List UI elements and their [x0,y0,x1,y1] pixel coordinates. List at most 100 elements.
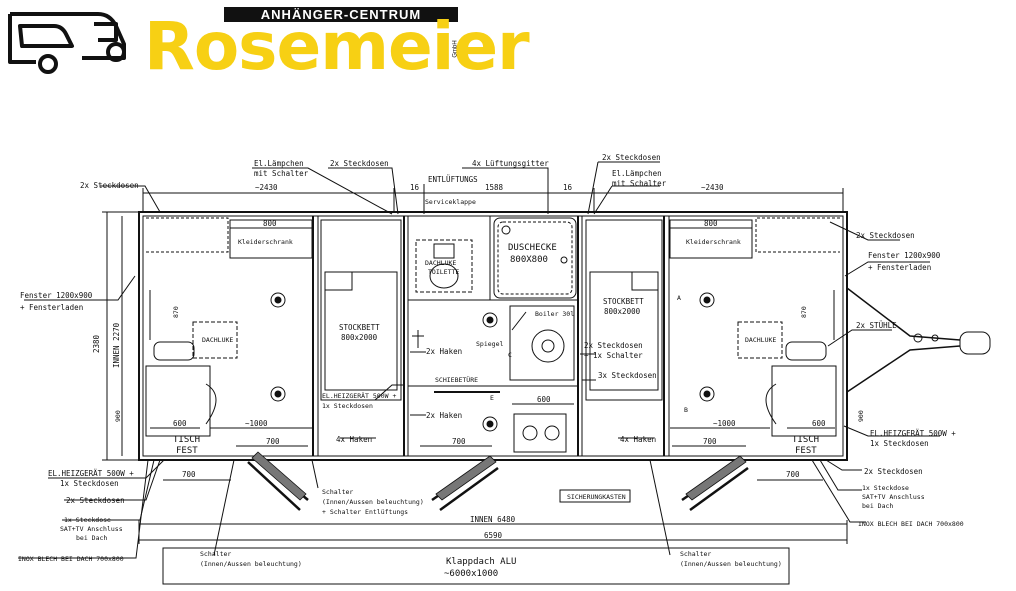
bunk-left-title: STOCKBETT [339,323,380,332]
company-tagline: ANHÄNGER-CENTRUM [224,7,458,22]
callout-sat-left-1: 1x Steckdose [64,516,111,524]
callout-sockets-top-mid: 2x Steckdosen [330,159,389,168]
callout-switch-left-2: (Innen/Aussen beleuchtung) [200,560,302,568]
roof-hatch-right-label: DACHLUKE [745,336,776,344]
callout-sockets-right-top: 2x Steckdosen [856,231,915,240]
callout-sat-right-1: 1x Steckdose [862,484,909,492]
bunk-left-size: 800x2000 [341,333,378,342]
roof-hatch-left-label: DACHLUKE [202,336,233,344]
callout-inox-left: INOX BLECH BEI DACH 700x800 [18,555,124,563]
dim-2380: 2380 [92,334,101,353]
callout-chairs: 2x STÜHLE [856,321,897,330]
table-left-label: TISCH [173,435,200,445]
callout-sockets-top-right: 2x Steckdosen [602,153,661,162]
dim-870-left: 870 [172,306,180,318]
table-left-fixed: FEST [176,446,198,456]
dim-1588: 1588 [485,183,504,192]
mirror-label: Spiegel [476,340,503,348]
dim-700-e: 700 [786,470,800,479]
dim-700-d: 700 [182,470,196,479]
dim-700-c: 700 [703,437,717,446]
callout-sockets-top-left: 2x Steckdosen [80,181,139,190]
callout-window-left-2: + Fensterladen [20,303,83,312]
shower-size: 800X800 [510,255,548,265]
dim-left-2430: ~2430 [255,183,278,192]
callout-lamp-left-2: mit Schalter [254,169,309,178]
callout-sockets-bottom-right: 2x Steckdosen [864,467,923,476]
dim-16-left: 16 [410,183,420,192]
dim-600-right: 600 [812,419,826,428]
callout-sat-right-3: bei Dach [862,502,893,510]
trailer-logo-icon [8,12,126,74]
dim-800-left: 800 [263,219,277,228]
callout-sat-left-3: bei Dach [76,534,107,542]
dim-700-b: 700 [452,437,466,446]
dim-870-right: 870 [800,306,808,318]
callout-heater-right-2: 1x Steckdosen [870,439,929,448]
callout-switch-mid-2: (Innen/Aussen beleuchtung) [322,498,424,506]
toilet-hatch-label: DACHLUKE [425,259,456,267]
callout-window-right-2: + Fensterladen [868,263,931,272]
mark-c: C [508,351,512,359]
callout-sockets-3x: 3x Steckdosen [598,371,657,380]
wardrobe-left-label: Kleiderschrank [238,238,293,246]
mark-b: B [684,406,688,414]
callout-inox-right: INOX BLECH BEI DACH 700x800 [858,520,964,528]
callout-lamp-right-2: mit Schalter [612,179,667,188]
callout-hooks-4x-left: 4x Haken [336,435,372,444]
callout-vent-grille: 4x Lüftungsgitter [472,159,549,168]
dim-600-mid: 600 [537,395,551,404]
callout-sat-left-2: SAT+TV Anschluss [60,525,123,533]
callout-sockets-switch-1: 2x Steckdosen [584,341,643,350]
callout-hooks-4x-right: 4x Haken [620,435,656,444]
dim-inner-6480: INNEN 6480 [470,515,516,524]
dim-900-right: 900 [857,410,865,422]
dim-inner-2270: INNEN 2270 [112,322,121,368]
service-flap-label: Serviceklappe [425,198,476,206]
dim-1000-left: ~1000 [245,419,268,428]
callout-switch-right-1: Schalter [680,550,711,558]
toilet-label: TOILETTE [428,268,459,276]
table-right-label: TISCH [792,435,819,445]
shower-label: DUSCHECKE [508,243,557,253]
callout-sockets-bottom-left: 2x Steckdosen [66,496,125,505]
callout-heater-mid-2: 1x Steckdosen [322,402,373,410]
dim-900-left: 900 [114,410,122,422]
callout-heater-left-2: 1x Steckdosen [60,479,119,488]
mark-e: E [490,394,494,402]
callout-sockets-switch-2: + 1x Schalter [584,351,643,360]
callout-heater-mid-1: EL.HEIZGERÄT 500W + [322,391,396,400]
dim-800-right: 800 [704,219,718,228]
dim-700-a: 700 [266,437,280,446]
callout-switch-mid-1: Schalter [322,488,353,496]
callout-switch-right-2: (Innen/Aussen beleuchtung) [680,560,782,568]
callout-window-left-1: Fenster 1200x900 [20,291,93,300]
callout-hooks-b: 2x Haken [426,411,462,420]
callout-switch-left-1: Schalter [200,550,231,558]
fuse-box-label: SICHERUNGKASTEN [567,493,626,501]
callout-lamp-left-1: El.Lämpchen [254,159,304,168]
dim-600-left: 600 [173,419,187,428]
roof-size: ~6000x1000 [444,569,498,579]
sliding-door-label: SCHIEBETÜRE [435,375,478,384]
bunk-right-title: STOCKBETT [603,297,644,306]
dim-16-right: 16 [563,183,573,192]
callout-heater-left-1: EL.HEIZGERÄT 500W + [48,469,134,478]
callout-heater-right-1: EL.HEIZGERÄT 500W + [870,429,956,438]
callout-vent: ENTLÜFTUNGS [428,175,478,184]
callout-hooks-a: 2x Haken [426,347,462,356]
boiler-label: Boiler 30l [535,310,574,318]
table-right-fixed: FEST [795,446,817,456]
dim-right-2430: ~2430 [701,183,724,192]
dim-1000-right: ~1000 [713,419,736,428]
mark-a: A [677,294,681,302]
bunk-right-size: 800x2000 [604,307,641,316]
roof-label: Klappdach ALU [446,557,516,567]
callout-lamp-right-1: El.Lämpchen [612,169,662,178]
callout-sat-right-2: SAT+TV Anschluss [862,493,925,501]
company-name: Rosemeier [144,8,530,85]
callout-switch-mid-3: + Schalter Entlüftungs [322,508,408,516]
wardrobe-right-label: Kleiderschrank [686,238,741,246]
callout-window-right-1: Fenster 1200x900 [868,251,941,260]
